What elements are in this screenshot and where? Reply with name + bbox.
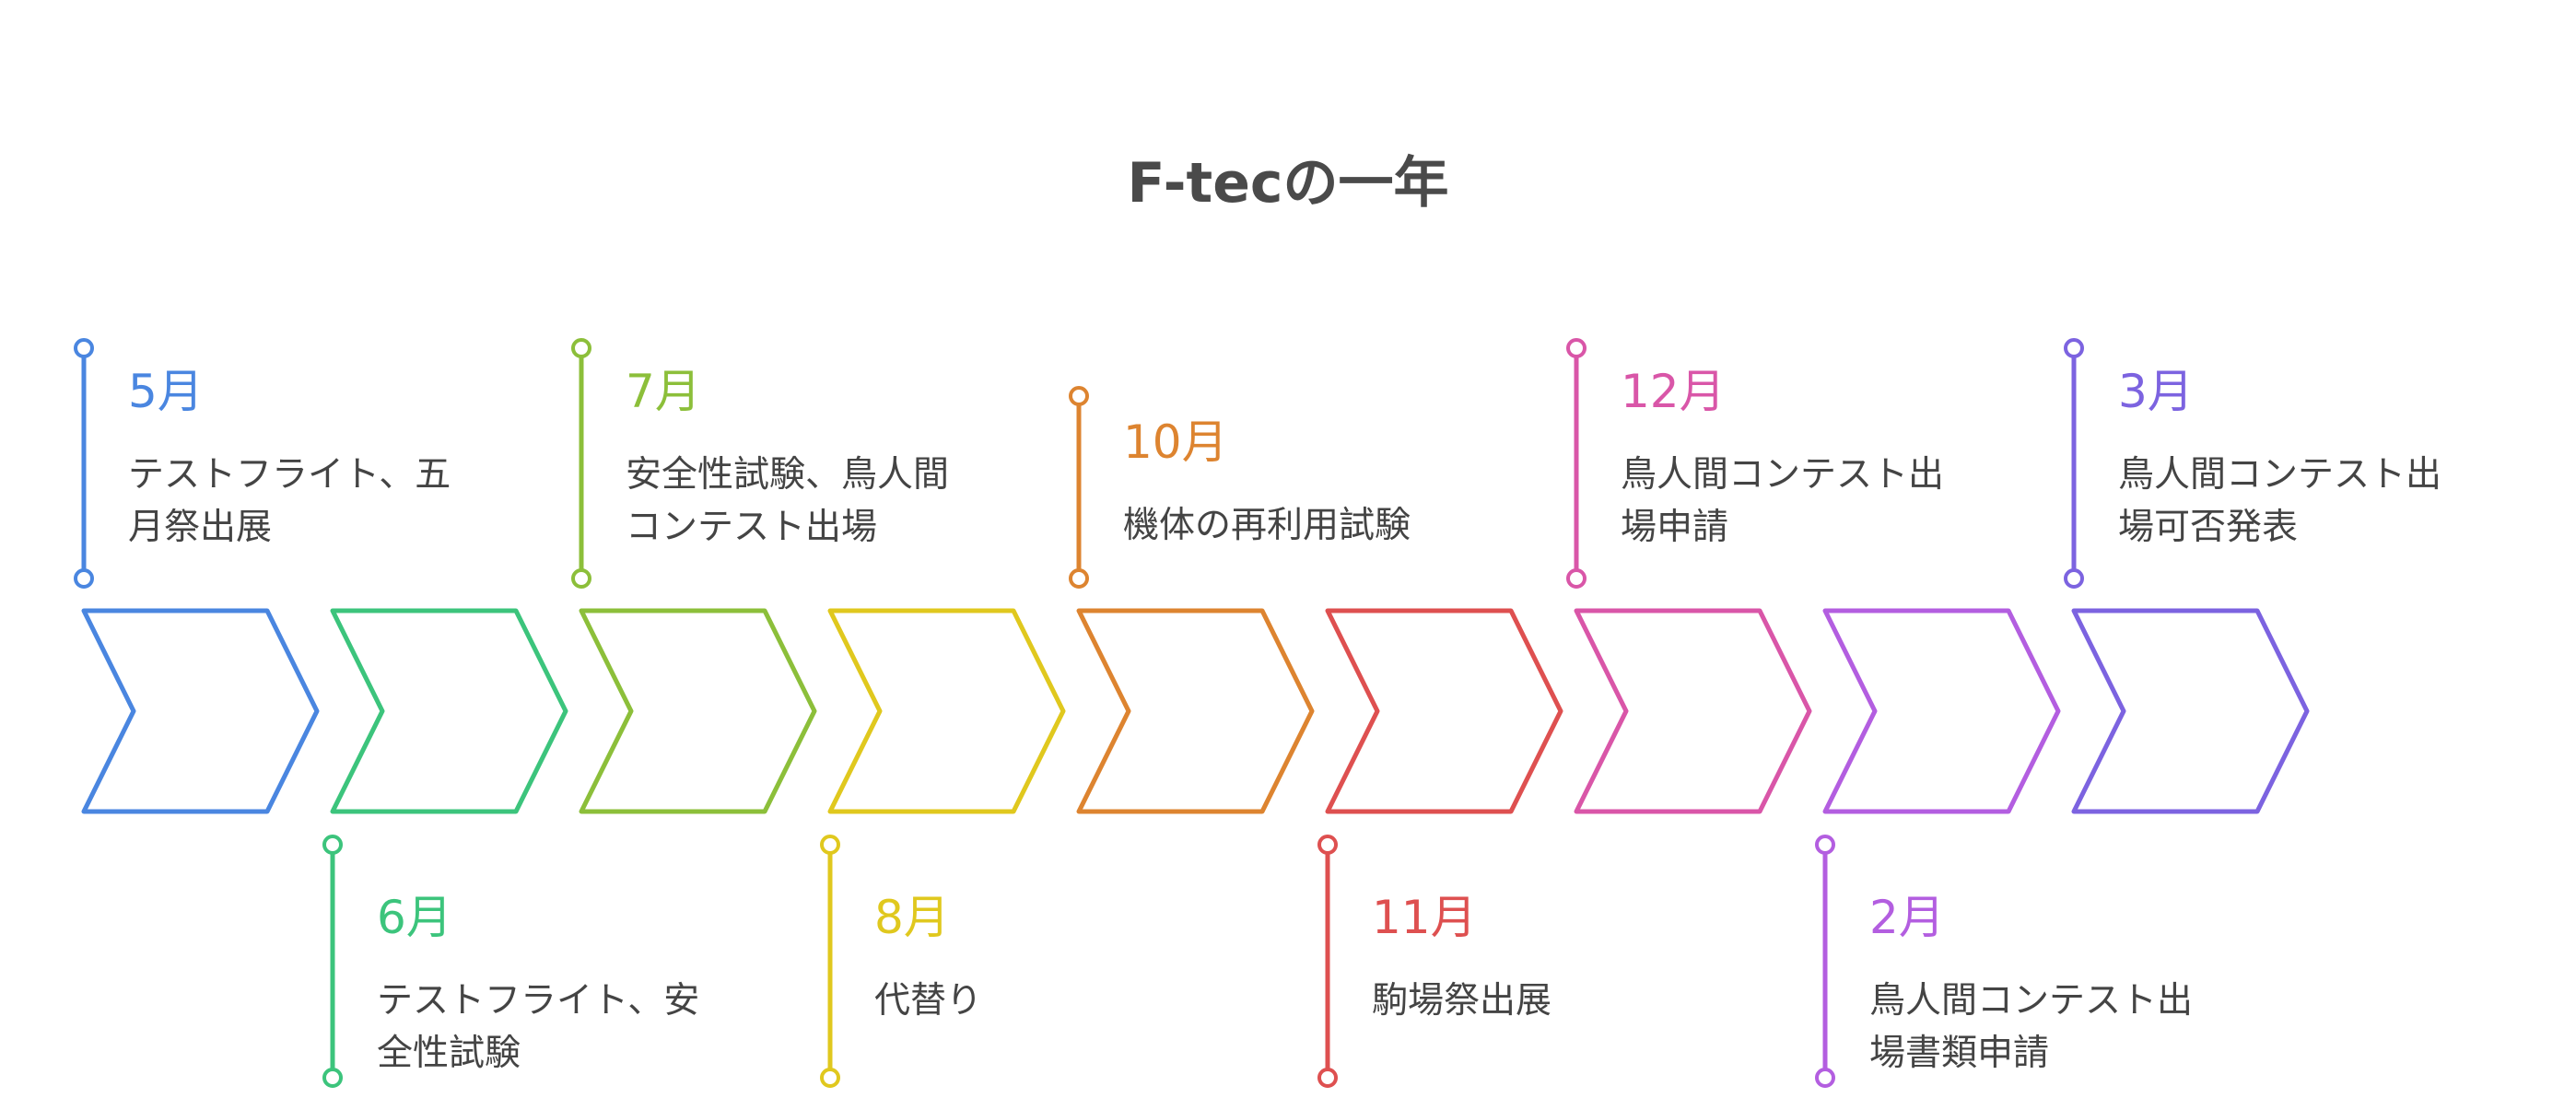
step-description: 安全性試験、鳥人間コンテスト出場	[626, 449, 1013, 554]
step-description-line: 全性試験	[377, 1033, 521, 1074]
connector-dot	[820, 1068, 840, 1088]
step-description-line: 鳥人間コンテスト出	[1869, 980, 2194, 1022]
connector-dot	[322, 835, 343, 855]
chevron-step	[1574, 608, 1812, 814]
step-description: 鳥人間コンテスト出場書類申請	[1869, 975, 2256, 1080]
connector-dot	[1566, 568, 1587, 589]
chevron-step	[330, 608, 568, 814]
step-description-line: 場可否発表	[2118, 507, 2299, 548]
chevron-step	[2071, 608, 2310, 814]
step-description-line: コンテスト出場	[626, 507, 878, 548]
step-description-line: 場書類申請	[1869, 1033, 2050, 1074]
diagram-title: F-tecの一年	[1127, 151, 1449, 216]
connector-dot	[1317, 1068, 1338, 1088]
step-description: 代替り	[874, 975, 1261, 1027]
step-month: 2月	[1869, 891, 1945, 944]
chevron-step	[827, 608, 1066, 814]
connector-dot	[571, 568, 591, 589]
step-description-line: 駒場祭出展	[1372, 980, 1552, 1022]
connector-dot	[74, 568, 94, 589]
step-description-line: テストフライト、五	[128, 454, 451, 496]
step-description: 駒場祭出展	[1372, 975, 1759, 1027]
chevron-step	[1325, 608, 1563, 814]
step-month: 10月	[1123, 415, 1228, 469]
step-month: 5月	[128, 365, 204, 418]
connector-dot	[820, 835, 840, 855]
step-description-line: 場申請	[1621, 507, 1729, 548]
connector-dot	[74, 338, 94, 358]
connector-dot	[1815, 835, 1835, 855]
chevron-step	[81, 608, 320, 814]
step-month: 11月	[1372, 891, 1477, 944]
step-description-line: テストフライト、安	[377, 980, 700, 1022]
step-description-line: 鳥人間コンテスト出	[2118, 454, 2442, 496]
connector-dot	[1566, 338, 1587, 358]
connector-dot	[1815, 1068, 1835, 1088]
connector-dot	[1069, 568, 1089, 589]
connector-dot	[322, 1068, 343, 1088]
connector-dot	[1069, 386, 1089, 406]
step-description: 機体の再利用試験	[1123, 499, 1510, 552]
connector-dot	[571, 338, 591, 358]
step-description: 鳥人間コンテスト出場申請	[1621, 449, 2008, 554]
step-description-line: 鳥人間コンテスト出	[1621, 454, 1945, 496]
step-month: 7月	[626, 365, 701, 418]
step-month: 8月	[874, 891, 950, 944]
step-description-line: 機体の再利用試験	[1123, 505, 1411, 546]
step-description-line: 安全性試験、鳥人間	[626, 454, 950, 496]
chevron-step	[1076, 608, 1315, 814]
chevron-step	[1822, 608, 2061, 814]
connector-dot	[1317, 835, 1338, 855]
step-description-line: 月祭出展	[128, 507, 273, 548]
step-description-line: 代替り	[874, 980, 983, 1022]
step-month: 3月	[2118, 365, 2194, 418]
step-description: 鳥人間コンテスト出場可否発表	[2118, 449, 2505, 554]
connector-dot	[2064, 338, 2084, 358]
step-month: 12月	[1621, 365, 1726, 418]
step-description: テストフライト、安全性試験	[377, 975, 764, 1080]
step-description: テストフライト、五月祭出展	[128, 449, 515, 554]
connector-dot	[2064, 568, 2084, 589]
chevron-step	[579, 608, 817, 814]
step-month: 6月	[377, 891, 452, 944]
